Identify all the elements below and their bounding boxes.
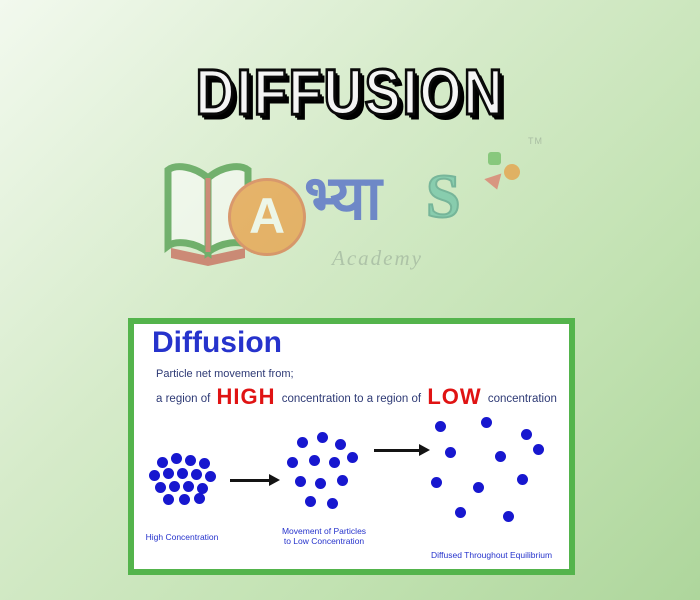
middle-cluster-dot bbox=[326, 497, 338, 509]
left-cluster-dot bbox=[176, 467, 188, 479]
logo-green-square-shape bbox=[488, 152, 501, 165]
middle-cluster-dot bbox=[308, 454, 320, 466]
logo-letter-s: S bbox=[425, 162, 462, 232]
right-cluster-dot bbox=[472, 481, 484, 493]
right-cluster-dot bbox=[502, 510, 514, 522]
left-cluster-dot bbox=[148, 469, 160, 481]
left-cluster-dot bbox=[162, 467, 174, 479]
right-cluster-dot bbox=[430, 476, 442, 488]
main-title: DIFFUSION bbox=[194, 56, 505, 130]
middle-label-line2: to Low Concentration bbox=[283, 536, 365, 546]
left-cluster-dot bbox=[184, 454, 196, 466]
middle-cluster-dot bbox=[314, 477, 326, 489]
concentration-sentence: a region of HIGH concentration to a regi… bbox=[156, 384, 557, 412]
left-cluster-dot bbox=[170, 452, 182, 464]
right-cluster-dot bbox=[516, 473, 528, 485]
left-cluster-dot bbox=[168, 480, 180, 492]
sentence-part2: concentration to a region of bbox=[278, 393, 425, 405]
right-cluster-dot bbox=[532, 443, 544, 455]
sentence-part1: a region of bbox=[156, 393, 214, 405]
middle-cluster-dot bbox=[296, 436, 308, 448]
left-cluster-dot bbox=[204, 470, 216, 482]
middle-cluster-dot bbox=[286, 456, 298, 468]
left-cluster-label: High Concentration bbox=[145, 532, 219, 542]
middle-cluster-dot bbox=[328, 456, 340, 468]
logo-red-triangle-shape bbox=[484, 173, 506, 193]
right-cluster-dot bbox=[520, 428, 532, 440]
particle-diagram bbox=[134, 324, 569, 569]
logo-trademark-mark: TM bbox=[528, 136, 543, 146]
abhyas-academy-logo: A भ्या S Academy TM bbox=[150, 136, 560, 301]
diffusion-diagram-card: Diffusion Particle net movement from; a … bbox=[128, 318, 575, 575]
high-emphasis: HIGH bbox=[216, 384, 276, 409]
left-cluster-dot bbox=[156, 456, 168, 468]
right-cluster-dot bbox=[480, 416, 492, 428]
left-cluster-dot bbox=[182, 480, 194, 492]
middle-cluster-dot bbox=[336, 474, 348, 486]
logo-academy-text: Academy bbox=[332, 246, 423, 270]
low-emphasis: LOW bbox=[427, 384, 482, 409]
middle-cluster-dot bbox=[316, 431, 328, 443]
right-cluster-dot bbox=[444, 446, 456, 458]
left-cluster-dot bbox=[154, 481, 166, 493]
middle-cluster-dot bbox=[346, 451, 358, 463]
middle-cluster-dot bbox=[304, 495, 316, 507]
left-cluster-dot bbox=[190, 468, 202, 480]
logo-devanagari-text: भ्या bbox=[304, 161, 382, 234]
middle-cluster-dot bbox=[334, 438, 346, 450]
left-cluster-dot bbox=[196, 482, 208, 494]
middle-cluster-dot bbox=[294, 475, 306, 487]
left-cluster-dot bbox=[193, 492, 205, 504]
right-cluster-label: Diffused Throughout Equilibrium bbox=[430, 550, 553, 560]
logo-orange-circle-shape bbox=[504, 164, 520, 180]
card-subtitle: Particle net movement from; bbox=[156, 368, 294, 380]
logo-letter-a: A bbox=[248, 188, 286, 244]
middle-cluster-label: Movement of Particles to Low Concentrati… bbox=[269, 526, 379, 546]
right-cluster-dot bbox=[494, 450, 506, 462]
left-cluster-dot bbox=[198, 457, 210, 469]
right-cluster-dot bbox=[454, 506, 466, 518]
arrow-right-icon bbox=[230, 474, 280, 486]
sentence-part3: concentration bbox=[484, 393, 557, 405]
left-cluster-dot bbox=[162, 493, 174, 505]
card-title: Diffusion bbox=[152, 326, 282, 359]
right-cluster-dot bbox=[434, 420, 446, 432]
left-cluster-dot bbox=[178, 493, 190, 505]
logo-a-badge: A bbox=[228, 178, 306, 256]
middle-label-line1: Movement of Particles bbox=[281, 526, 367, 536]
arrow-right-icon bbox=[374, 444, 430, 456]
